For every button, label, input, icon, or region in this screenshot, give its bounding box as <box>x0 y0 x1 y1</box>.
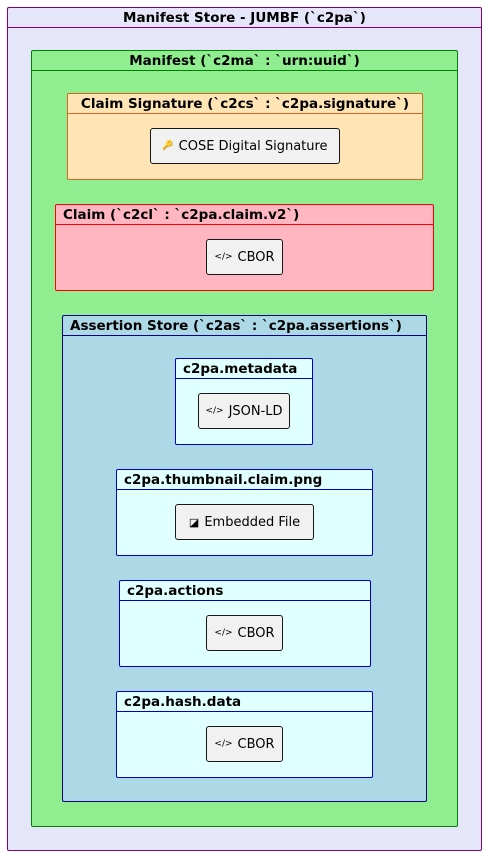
claim-container: Claim (`c2cl` : `c2pa.claim.v2`) </> CBO… <box>55 204 434 291</box>
node-label: CBOR <box>237 625 275 641</box>
manifest-title: Manifest (`c2ma` : `urn:uuid`) <box>32 51 457 71</box>
claim-signature-title: Claim Signature (`c2cs` : `c2pa.signatur… <box>68 94 422 114</box>
assertion-title: c2pa.hash.data <box>117 692 372 712</box>
node-label: Embedded File <box>204 514 301 530</box>
manifest-store-title: Manifest Store - JUMBF (`c2pa`) <box>8 8 481 28</box>
assertion-c2pa-hash-data: c2pa.hash.data </> CBOR <box>116 691 373 778</box>
claim-signature-container: Claim Signature (`c2cs` : `c2pa.signatur… <box>67 93 423 180</box>
assertion-store-title: Assertion Store (`c2as` : `c2pa.assertio… <box>63 316 426 336</box>
hash-cbor-node: </> CBOR <box>206 726 283 762</box>
code-icon: </> <box>214 628 233 638</box>
image-icon: ◪ <box>188 515 200 529</box>
claim-title: Claim (`c2cl` : `c2pa.claim.v2`) <box>56 205 433 225</box>
node-label: CBOR <box>237 736 275 752</box>
node-label: JSON-LD <box>228 403 283 419</box>
assertion-title: c2pa.thumbnail.claim.png <box>117 470 372 490</box>
assertion-c2pa-metadata: c2pa.metadata </> JSON-LD <box>175 358 313 445</box>
code-icon: </> <box>214 252 233 262</box>
code-icon: </> <box>214 739 233 749</box>
node-label: CBOR <box>237 249 275 265</box>
embedded-file-node: ◪ Embedded File <box>175 504 314 540</box>
claim-cbor-node: </> CBOR <box>206 239 283 275</box>
key-icon: 🔑 <box>162 141 174 151</box>
json-ld-node: </> JSON-LD <box>198 393 290 429</box>
cose-digital-signature-node: 🔑 COSE Digital Signature <box>150 128 340 164</box>
code-icon: </> <box>205 406 224 416</box>
assertion-c2pa-actions: c2pa.actions </> CBOR <box>119 580 371 667</box>
actions-cbor-node: </> CBOR <box>206 615 283 651</box>
assertion-title: c2pa.actions <box>120 581 370 601</box>
node-label: COSE Digital Signature <box>178 138 328 154</box>
assertion-title: c2pa.metadata <box>176 359 312 379</box>
assertion-c2pa-thumbnail: c2pa.thumbnail.claim.png ◪ Embedded File <box>116 469 373 556</box>
